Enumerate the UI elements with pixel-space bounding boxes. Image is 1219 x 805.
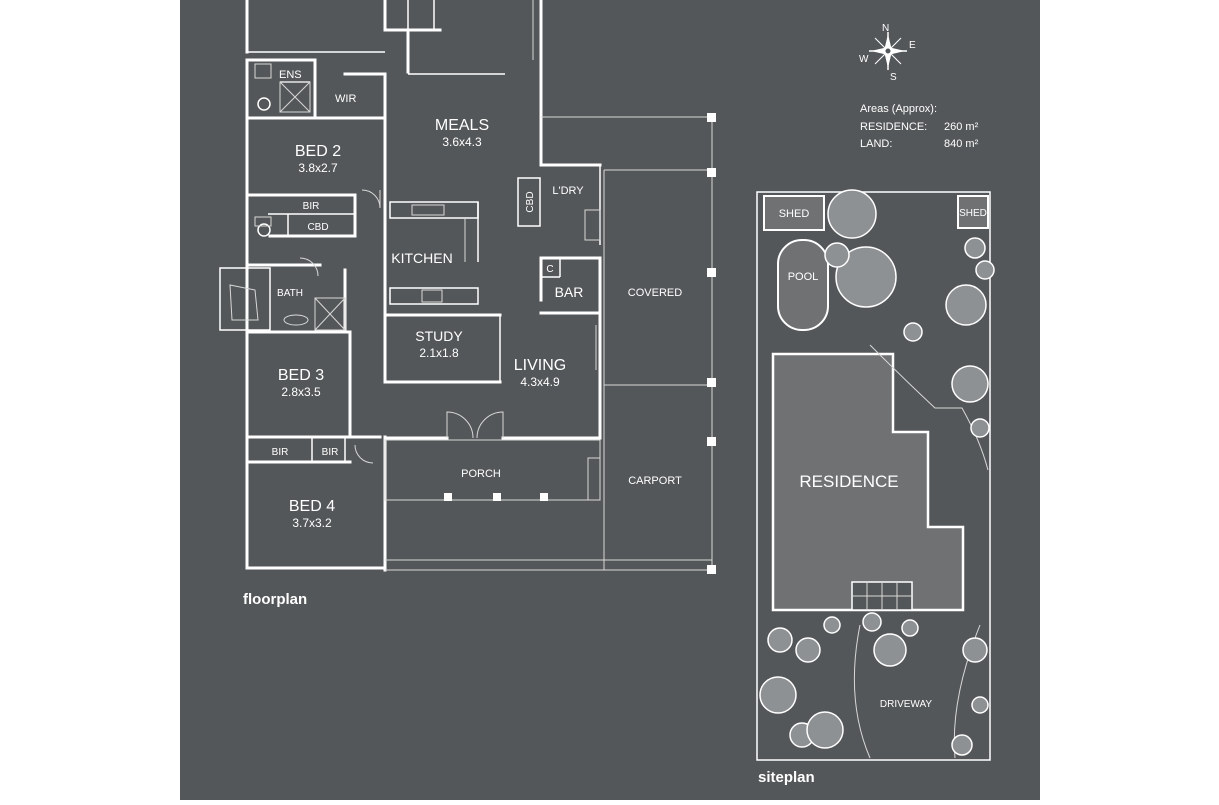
tree-icon: [873, 633, 907, 667]
compass-w: W: [859, 54, 869, 65]
floorplan-walls: [219, 0, 716, 574]
area-carport: CARPORT: [628, 475, 682, 487]
siteplan-caption: siteplan: [758, 769, 815, 786]
room-bed3-dim: 2.8x3.5: [281, 385, 321, 399]
areas-heading: Areas (Approx):: [860, 103, 937, 115]
tree-icon: [951, 365, 989, 403]
room-kitchen: KITCHEN: [391, 250, 452, 266]
floorplan-labels: ENS WIR MEALS 3.6x4.3 BED 2 3.8x2.7 BIR …: [243, 69, 682, 608]
site-boundary: [756, 191, 991, 761]
tree-icon: [823, 616, 841, 634]
tree-icon: [901, 619, 919, 637]
tree-icon: [975, 260, 995, 280]
room-cbd-laundry: CBD: [525, 191, 536, 212]
room-bir-bed3-b: BIR: [322, 447, 339, 458]
land-area-value: 840 m²: [944, 138, 979, 150]
tree-icon: [835, 246, 897, 308]
residence-footprint: [771, 352, 965, 612]
compass-icon: N E S W: [859, 23, 916, 83]
room-living-dim: 4.3x4.9: [520, 375, 560, 389]
residence-area-value: 260 m²: [944, 121, 979, 133]
tree-icon: [795, 637, 821, 663]
room-c: C: [546, 264, 553, 275]
tree-icon: [767, 627, 793, 653]
tree-icons: [759, 189, 995, 756]
land-area-label: LAND:: [860, 138, 892, 150]
room-bath: BATH: [277, 288, 303, 299]
plan-background: [180, 0, 1040, 800]
room-bed4-dim: 3.7x3.2: [292, 516, 332, 530]
room-study: STUDY: [415, 328, 463, 344]
room-bed4: BED 4: [289, 498, 335, 515]
residence-label: RESIDENCE: [799, 472, 898, 491]
siteplan: SHED SHED POOL RESIDENCE DRIVEWAY sitepl…: [756, 189, 995, 786]
room-cbd-bed2: CBD: [307, 222, 328, 233]
room-bed2: BED 2: [295, 143, 341, 160]
area-covered: COVERED: [628, 287, 682, 299]
compass-n: N: [882, 23, 889, 34]
tree-icon: [951, 734, 973, 756]
compass-e: E: [909, 40, 916, 51]
room-study-dim: 2.1x1.8: [419, 346, 459, 360]
pool: [777, 239, 829, 331]
room-bar: BAR: [555, 284, 584, 300]
shed-right: [957, 195, 989, 229]
tree-icon: [962, 637, 988, 663]
room-laundry: L'DRY: [552, 185, 584, 197]
areas-legend: Areas (Approx): RESIDENCE: 260 m² LAND: …: [860, 103, 979, 150]
room-bir-bed3-a: BIR: [272, 447, 289, 458]
room-living: LIVING: [514, 357, 566, 374]
shed-left: [763, 195, 825, 231]
compass-s: S: [890, 72, 897, 83]
room-meals-dim: 3.6x4.3: [442, 135, 482, 149]
room-meals: MEALS: [435, 117, 489, 134]
residence-area-label: RESIDENCE:: [860, 121, 927, 133]
tree-icon: [971, 696, 989, 714]
area-porch: PORCH: [461, 468, 501, 480]
room-bed2-dim: 3.8x2.7: [298, 161, 338, 175]
tree-icon: [824, 242, 850, 268]
tree-icon: [945, 284, 987, 326]
tree-icon: [827, 189, 877, 239]
tree-icon: [862, 612, 882, 632]
shed-right-label: SHED: [959, 208, 987, 219]
pool-label: POOL: [788, 271, 819, 283]
room-wir: WIR: [335, 93, 356, 105]
tree-icon: [903, 322, 923, 342]
shed-left-label: SHED: [779, 208, 810, 220]
room-bed3: BED 3: [278, 367, 324, 384]
tree-icon: [970, 418, 990, 438]
driveway-label: DRIVEWAY: [880, 699, 933, 710]
floorplan-caption: floorplan: [243, 591, 307, 608]
tree-icon: [759, 676, 797, 714]
tree-icon: [806, 711, 844, 749]
tree-icon: [964, 237, 986, 259]
room-ens: ENS: [279, 69, 302, 81]
room-bir-bed2: BIR: [303, 201, 320, 212]
